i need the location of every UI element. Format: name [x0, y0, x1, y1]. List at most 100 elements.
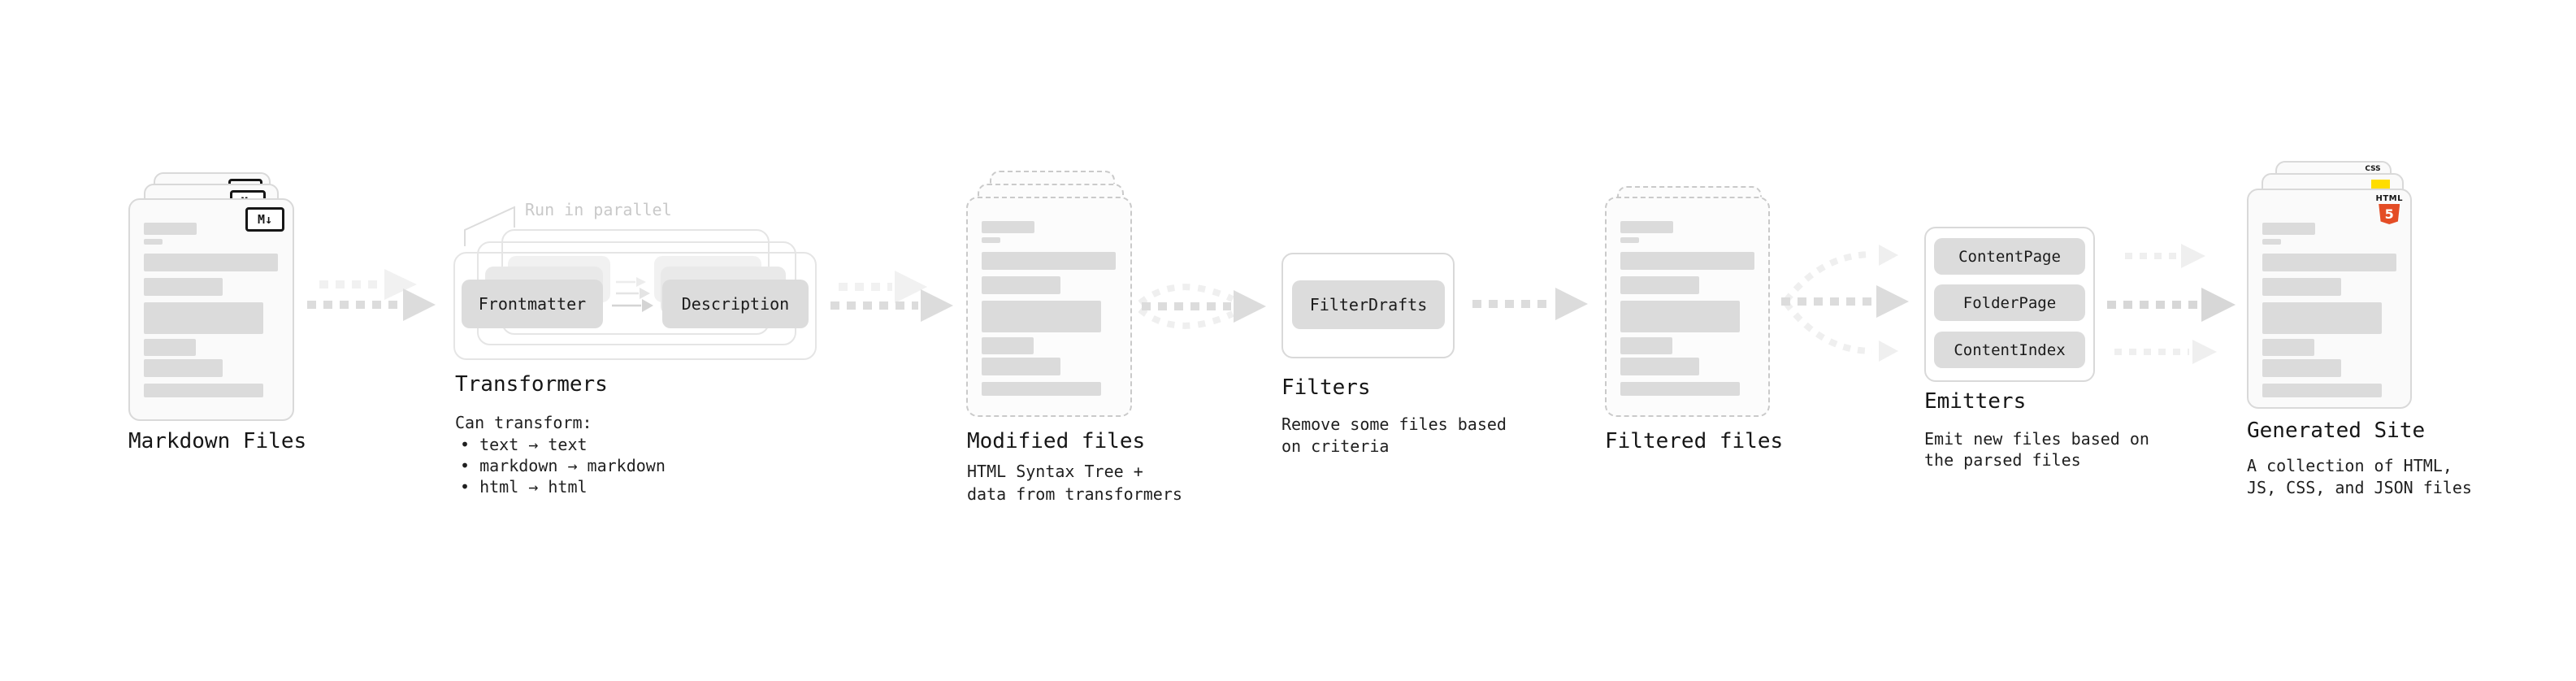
css-label: CSS: [2365, 165, 2381, 173]
bullet-item: • text → text: [460, 435, 588, 454]
arrow-head: [921, 289, 953, 322]
arrow-head: [1234, 290, 1266, 323]
skeleton-bar: [1620, 252, 1754, 270]
skeleton-bar: [2262, 254, 2396, 271]
generated-site-description: A collection of HTML, JS, CSS, and JSON …: [2247, 455, 2472, 499]
description-line: HTML Syntax Tree +: [967, 462, 1143, 481]
emitters-label: Emitters: [1924, 389, 2027, 414]
run-in-parallel-annotation: Run in parallel: [525, 200, 672, 219]
arrow-emitters-to-generated: [2107, 244, 2236, 364]
skeleton-bar: [1620, 358, 1699, 375]
doc-skeleton: [2262, 223, 2396, 397]
contentindex-pill: ContentIndex: [1934, 332, 2085, 368]
filters-label: Filters: [1281, 375, 1371, 400]
arrow-head: [1555, 288, 1588, 320]
arrow-filtered-to-emitters: [1781, 245, 1909, 362]
doc-skeleton: [144, 223, 279, 397]
skeleton-bar: [2262, 339, 2314, 356]
bullet-item: • markdown → markdown: [460, 456, 666, 475]
description-pill: Description: [662, 280, 809, 328]
markdown-icon: M↓: [245, 207, 284, 232]
skeleton-bar: [144, 302, 263, 334]
arrow-head-top: [2181, 244, 2205, 268]
doc-skeleton: [982, 221, 1117, 396]
skeleton-bar: [144, 239, 163, 245]
skeleton-bar: [144, 254, 278, 271]
skeleton-bar: [144, 359, 223, 377]
description-line: the parsed files: [1924, 450, 2081, 470]
filtered-files-label: Filtered files: [1605, 429, 1784, 453]
branch-curve-top: [1783, 251, 1873, 303]
markdown-doc-front: M↓: [128, 198, 294, 421]
filters-description: Remove some files based on criteria: [1281, 414, 1507, 458]
folderpage-pill: FolderPage: [1934, 284, 2085, 321]
generated-doc-front: HTML 5: [2247, 189, 2412, 409]
frontmatter-pill: Frontmatter: [462, 280, 603, 328]
html5-icon: HTML 5: [2375, 194, 2403, 224]
description-line: on criteria: [1281, 436, 1390, 456]
js-file-icon: [2371, 180, 2390, 189]
arrow-transformers-to-modified: [830, 271, 953, 322]
arrow-filters-to-filtered: [1472, 288, 1588, 320]
skeleton-bar: [982, 252, 1116, 270]
emitters-description: Emit new files based on the parsed files: [1924, 428, 2149, 471]
arrow-ghost-head: [895, 271, 927, 303]
skeleton-bar: [982, 382, 1101, 396]
skeleton-bar: [144, 278, 223, 296]
skeleton-bar: [2262, 302, 2382, 334]
description-line: data from transformers: [967, 484, 1182, 504]
skeleton-bar: [1620, 301, 1740, 332]
skeleton-bar: [144, 339, 196, 356]
description-line: A collection of HTML,: [2247, 456, 2452, 475]
transformers-bullet-list: • text → text • markdown → markdown • ht…: [460, 434, 666, 497]
skeleton-bar: [982, 221, 1034, 233]
transformers-label: Transformers: [455, 372, 608, 397]
description-line: JS, CSS, and JSON files: [2247, 478, 2472, 497]
skeleton-bar: [2262, 278, 2341, 296]
skeleton-bar: [1620, 276, 1699, 294]
arrow-modified-to-filters: [1138, 284, 1266, 329]
branch-head-top: [1879, 245, 1898, 266]
branch-head-bottom: [1879, 340, 1898, 362]
bullet-item: • html → html: [460, 477, 588, 497]
skeleton-bar: [144, 384, 263, 397]
skeleton-bar: [144, 223, 197, 235]
modified-files-label: Modified files: [967, 429, 1146, 453]
skeleton-bar: [1620, 337, 1672, 354]
html5-shield: 5: [2379, 204, 2400, 224]
markdown-files-label: Markdown Files: [128, 429, 307, 453]
skeleton-bar: [2262, 359, 2341, 377]
doc-skeleton: [1620, 221, 1754, 396]
description-line: Emit new files based on: [1924, 429, 2149, 449]
description-line: Remove some files based: [1281, 414, 1507, 434]
merge-curve-top: [1138, 284, 1234, 306]
skeleton-bar: [2262, 239, 2281, 245]
skeleton-bar: [2262, 223, 2315, 235]
arrow-head: [403, 288, 436, 321]
contentpage-pill: ContentPage: [1934, 238, 2085, 275]
arrow-head: [1876, 285, 1909, 318]
arrow-markdown-to-transformers: [307, 269, 436, 321]
skeleton-bar: [1620, 221, 1673, 233]
modified-files-description: HTML Syntax Tree + data from transformer…: [967, 460, 1182, 505]
skeleton-bar: [1620, 237, 1639, 243]
modified-doc-front: [966, 197, 1132, 417]
generated-site-label: Generated Site: [2247, 419, 2426, 443]
arrow-ghost-head: [384, 269, 417, 300]
transformer-card-front: [453, 252, 817, 360]
skeleton-bar: [982, 358, 1060, 375]
skeleton-bar: [982, 337, 1034, 354]
branch-curve-bottom: [1783, 301, 1873, 354]
html5-label: HTML: [2375, 194, 2403, 203]
filtered-doc-front: [1605, 197, 1770, 417]
skeleton-bar: [982, 301, 1101, 332]
skeleton-bar: [2262, 384, 2382, 397]
merge-curve-bottom: [1138, 306, 1234, 329]
filterdrafts-pill: FilterDrafts: [1292, 280, 1445, 329]
arrow-head-middle: [2201, 288, 2236, 322]
skeleton-bar: [1620, 382, 1740, 396]
arrow-head-bottom: [2192, 340, 2217, 364]
skeleton-bar: [982, 237, 1000, 243]
skeleton-bar: [982, 276, 1060, 294]
